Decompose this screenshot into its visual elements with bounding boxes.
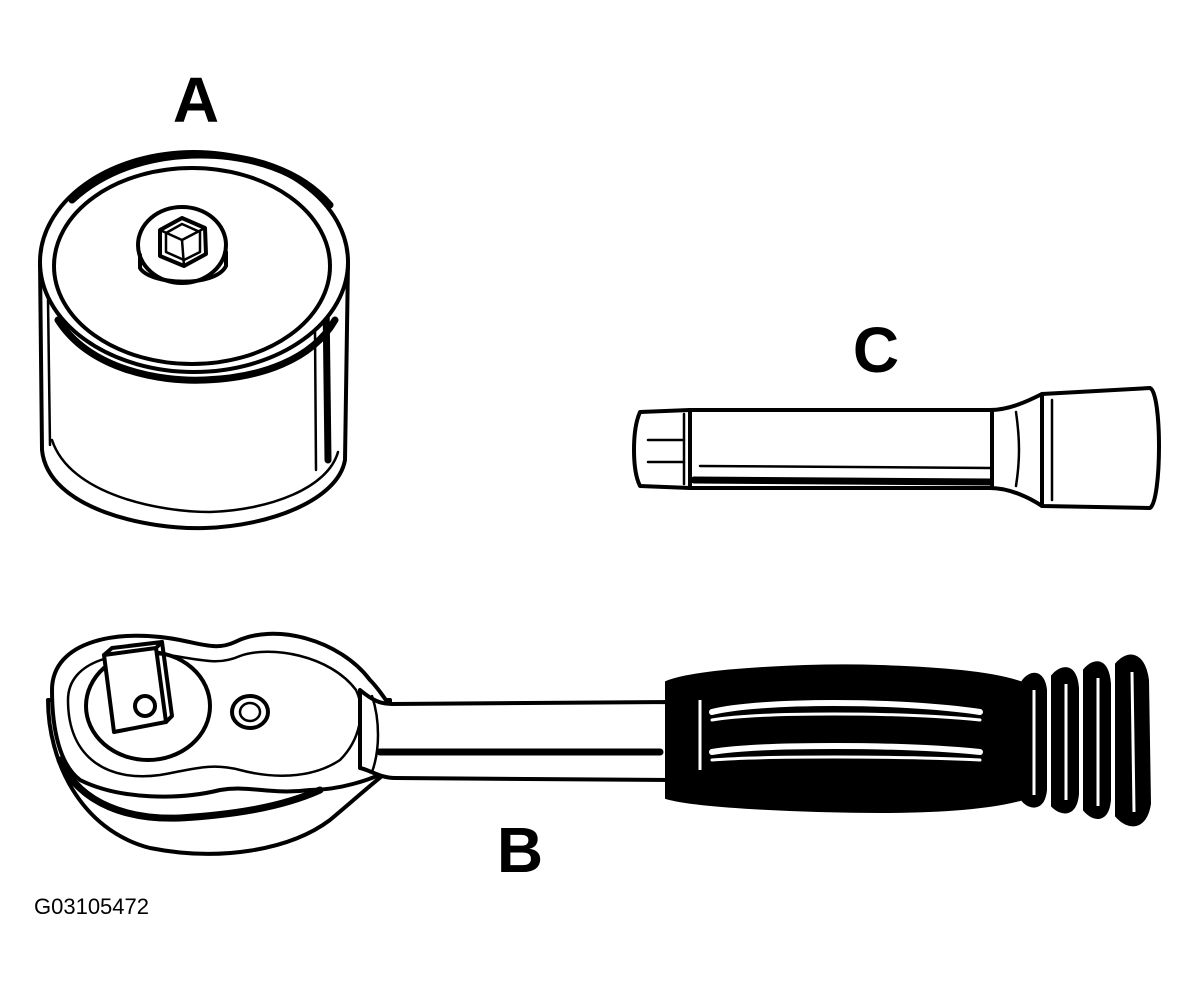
callout-a: A <box>173 64 219 136</box>
handle-end-ribs <box>1021 654 1152 827</box>
socket-a <box>38 150 350 531</box>
extension-bar-c <box>632 386 1161 510</box>
figure-id: G03105472 <box>34 894 149 919</box>
callout-c: C <box>853 314 899 386</box>
callout-b: B <box>497 814 543 886</box>
ratchet-b <box>46 631 1152 856</box>
